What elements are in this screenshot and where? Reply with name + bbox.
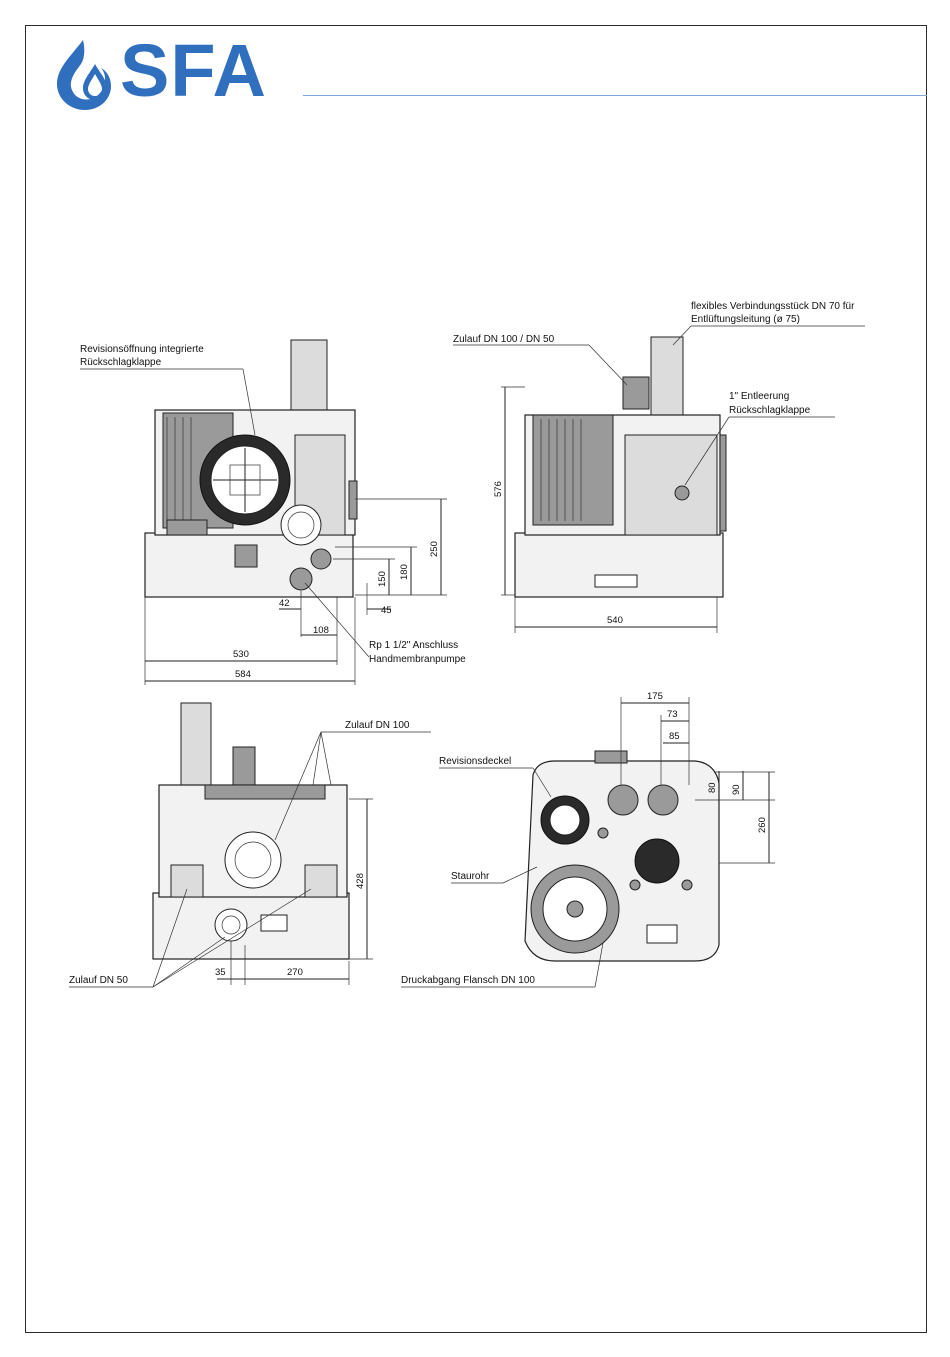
inlet-connector [622,376,650,410]
dim-576: 576 [493,481,504,497]
label-discharge: Druckabgang Flansch DN 100 [401,975,535,986]
dim-270: 270 [287,967,303,978]
top-view: 175 73 85 80 90 260 Revisionsdeckel Stau… [401,691,775,988]
dim-35: 35 [215,967,226,978]
brand-name: SFA [120,29,267,112]
dim-42: 42 [279,598,290,609]
label-revision-opening-2: Rückschlagklappe [80,357,162,368]
label-flex-connector-1: flexibles Verbindungsstück DN 70 für [691,301,855,312]
label-check-valve-1: 1" Entleerung [729,391,789,402]
dim-45: 45 [381,605,392,616]
port-1 [607,784,639,816]
water-drop-icon [57,40,111,110]
dim-428: 428 [355,873,366,889]
dim-584: 584 [235,669,251,680]
page-frame [25,25,927,1333]
dim-108: 108 [313,625,329,636]
label-flex-connector-2: Entlüftungsleitung (ø 75) [691,314,800,325]
float-switch [234,544,258,568]
inlet-dn50-left [170,864,204,898]
inlet-dn50-bottom [214,908,248,942]
label-hand-pump-2: Handmembranpumpe [369,654,466,665]
dim-90: 90 [731,784,742,795]
dim-175: 175 [647,691,663,702]
dim-80: 80 [707,782,718,793]
dim-73: 73 [667,709,678,720]
dim-150: 150 [377,571,388,587]
brand-logo [55,38,285,113]
label-inlet-top: Zulauf DN 100 / DN 50 [453,334,555,345]
inlet-dn100-port [224,831,282,889]
dim-260: 260 [757,817,768,833]
port-150 [310,548,332,570]
vent-pipe-side [650,336,684,428]
discharge-port-top [634,838,680,884]
technical-drawing: 250 180 150 42 45 108 530 584 Revisionsö… [55,285,915,1005]
inlet-stub [232,746,256,786]
header-rule [303,95,927,96]
front-view: 250 180 150 42 45 108 530 584 Revisionsö… [80,339,466,685]
label-check-valve-2: Rückschlagklappe [729,405,811,416]
label-revision-opening-1: Revisionsöffnung integrierte [80,344,204,355]
hand-pump-port [289,567,313,591]
port-2 [647,784,679,816]
label-hand-pump-1: Rp 1 1/2" Anschluss [369,640,458,651]
label-inlet-dn100: Zulauf DN 100 [345,720,410,731]
discharge-flange [348,480,358,520]
drawing-canvas: 250 180 150 42 45 108 530 584 Revisionsö… [69,301,865,988]
label-baffle-pipe: Staurohr [451,871,490,882]
dim-250: 250 [429,541,440,557]
side-view: 576 540 Zulauf DN 100 / DN 50 flexibles … [453,301,865,633]
drain-valve [674,485,690,501]
label-revision-cover: Revisionsdeckel [439,756,511,767]
dim-180: 180 [399,564,410,580]
dim-530: 530 [233,649,249,660]
vent-pipe-rear [180,702,212,794]
label-inlet-dn50: Zulauf DN 50 [69,975,128,986]
dim-540: 540 [607,615,623,626]
inlet-port [280,504,322,546]
inlet-dn50-right [304,864,338,898]
dim-85: 85 [669,731,680,742]
rear-view: 428 35 270 Zulauf DN 100 Zulauf DN 50 [69,702,431,988]
